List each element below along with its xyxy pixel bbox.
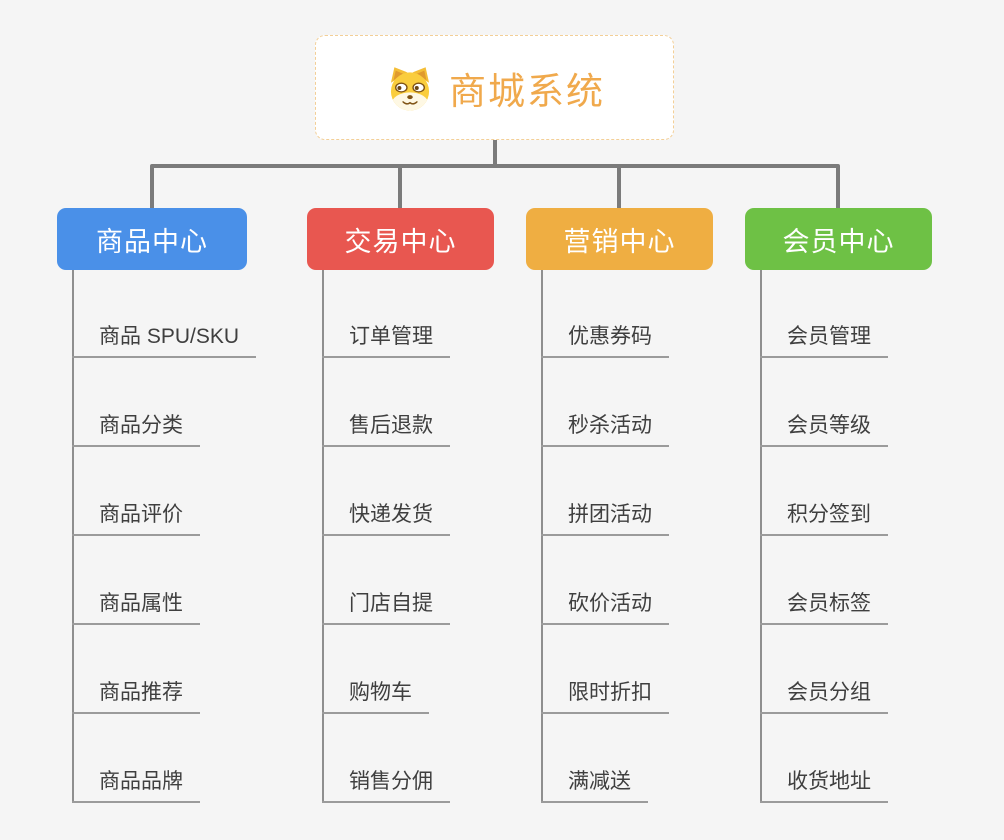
child-node[interactable]: 满减送 [541,765,648,803]
child-node[interactable]: 砍价活动 [541,587,669,625]
child-node[interactable]: 收货地址 [760,765,888,803]
child-node[interactable]: 商品评价 [72,498,200,536]
child-node[interactable]: 拼团活动 [541,498,669,536]
connector-path [150,140,840,208]
child-node[interactable]: 商品属性 [72,587,200,625]
child-node[interactable]: 会员分组 [760,676,888,714]
child-node[interactable]: 商品分类 [72,409,200,447]
branch-trade-center[interactable]: 交易中心 [307,208,494,270]
branch-member-center[interactable]: 会员中心 [745,208,932,270]
child-node[interactable]: 商品推荐 [72,676,200,714]
branch-product-children: 商品 SPU/SKU 商品分类 商品评价 商品属性 商品推荐 商品品牌 [72,270,322,803]
branch-marketing-children: 优惠券码 秒杀活动 拼团活动 砍价活动 限时折扣 满减送 [541,270,791,803]
child-node[interactable]: 积分签到 [760,498,888,536]
child-node[interactable]: 商品品牌 [72,765,200,803]
dog-face-icon [384,64,436,112]
root-title: 商城系统 [449,70,605,112]
child-node[interactable]: 限时折扣 [541,676,669,714]
child-node[interactable]: 订单管理 [322,320,450,358]
branch-member-children: 会员管理 会员等级 积分签到 会员标签 会员分组 收货地址 [760,270,1004,803]
branch-marketing-center[interactable]: 营销中心 [526,208,713,270]
branch-trade-children: 订单管理 售后退款 快递发货 门店自提 购物车 销售分佣 [322,270,572,803]
child-node[interactable]: 快递发货 [322,498,450,536]
root-node[interactable]: 商城系统 [315,35,674,140]
child-node[interactable]: 售后退款 [322,409,450,447]
child-node[interactable]: 会员标签 [760,587,888,625]
child-node[interactable]: 会员管理 [760,320,888,358]
child-node[interactable]: 购物车 [322,676,429,714]
branch-product-center[interactable]: 商品中心 [57,208,247,270]
child-node[interactable]: 会员等级 [760,409,888,447]
child-node[interactable]: 秒杀活动 [541,409,669,447]
child-node[interactable]: 商品 SPU/SKU [72,320,257,358]
child-node[interactable]: 销售分佣 [322,765,450,803]
child-node[interactable]: 优惠券码 [541,320,669,358]
child-node[interactable]: 门店自提 [322,587,450,625]
